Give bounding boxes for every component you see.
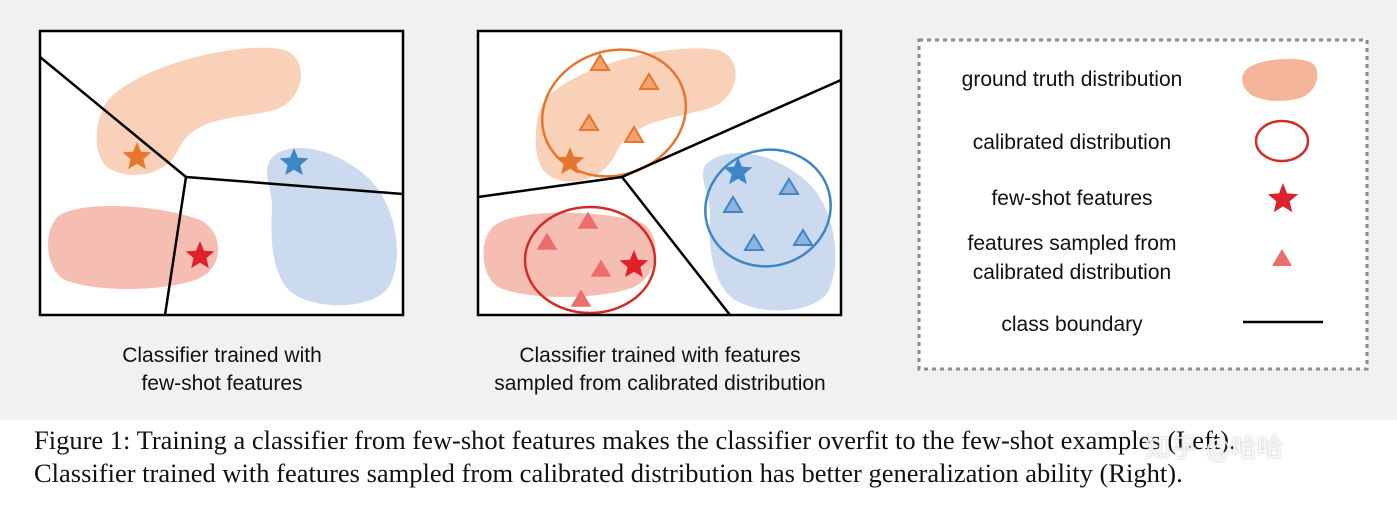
legend-label-boundary: class boundary <box>1001 313 1143 336</box>
legend-label-few-shot: few-shot features <box>991 187 1152 210</box>
legend-label-calibrated: calibrated distribution <box>973 131 1171 154</box>
middle-red-star <box>619 250 649 278</box>
legend: ground truth distribution calibrated dis… <box>917 38 1369 371</box>
middle-boundary-3 <box>621 176 731 315</box>
middle-orange-star <box>555 147 585 175</box>
middle-blue-triangle <box>722 195 744 213</box>
middle-panel <box>476 29 843 317</box>
middle-blue-triangle <box>778 177 800 195</box>
left-orange-distribution <box>96 47 302 175</box>
legend-label-sampled-line-2: calibrated distribution <box>973 261 1171 284</box>
figure: Classifier trained with few-shot feature… <box>0 0 1397 420</box>
middle-caption-line-2: sampled from calibrated distribution <box>494 372 826 395</box>
left-boundary-2 <box>185 175 403 196</box>
left-orange-star <box>122 142 152 170</box>
triangle-icon <box>1272 249 1292 266</box>
middle-red-distribution <box>483 212 656 297</box>
middle-panel-border <box>476 29 843 317</box>
calibrated-ellipse-icon <box>1254 119 1310 163</box>
left-red-distribution <box>48 205 219 289</box>
middle-red-calibrated-ellipse <box>523 205 657 315</box>
middle-boundary-2 <box>621 78 841 179</box>
left-caption-line-2: few-shot features <box>141 372 302 395</box>
legend-label-sampled-line-1: features sampled from <box>968 232 1177 255</box>
left-panel-border <box>38 29 405 317</box>
left-red-star <box>185 241 215 269</box>
middle-boundary-1 <box>478 175 623 199</box>
left-boundary-3 <box>163 176 188 315</box>
left-boundary-1 <box>40 56 187 178</box>
watermark: 知乎 @哈哈 <box>1145 434 1284 464</box>
middle-red-triangle <box>536 232 558 250</box>
legend-label-ground-truth: ground truth distribution <box>962 68 1183 91</box>
middle-orange-triangle <box>578 113 600 131</box>
middle-red-triangle <box>590 259 612 277</box>
middle-orange-triangle <box>638 72 660 90</box>
figure-caption: Figure 1: Training a classifier from few… <box>34 424 1384 490</box>
left-caption-line-1: Classifier trained with <box>122 344 322 367</box>
middle-red-triangle <box>570 289 592 307</box>
left-blue-star <box>279 148 309 176</box>
ground-truth-blob-icon <box>1242 58 1318 101</box>
middle-blue-distribution <box>702 153 836 311</box>
middle-caption-line-1: Classifier trained with features <box>519 344 800 367</box>
middle-blue-triangle <box>792 228 814 246</box>
figure-caption-line-1: Figure 1: Training a classifier from few… <box>34 425 1236 455</box>
left-panel <box>38 29 405 317</box>
figure-svg: Classifier trained with few-shot feature… <box>38 29 1369 395</box>
middle-blue-triangle <box>743 233 765 251</box>
left-blue-distribution <box>267 148 397 306</box>
middle-orange-distribution <box>535 48 736 182</box>
middle-orange-triangle <box>589 53 611 71</box>
star-icon <box>1267 183 1299 213</box>
figure-caption-line-2: Classifier trained with features sampled… <box>34 458 1183 488</box>
middle-blue-star <box>723 157 753 185</box>
middle-orange-triangle <box>623 125 645 143</box>
middle-red-triangle <box>577 211 599 229</box>
middle-blue-calibrated-ellipse <box>704 148 832 268</box>
